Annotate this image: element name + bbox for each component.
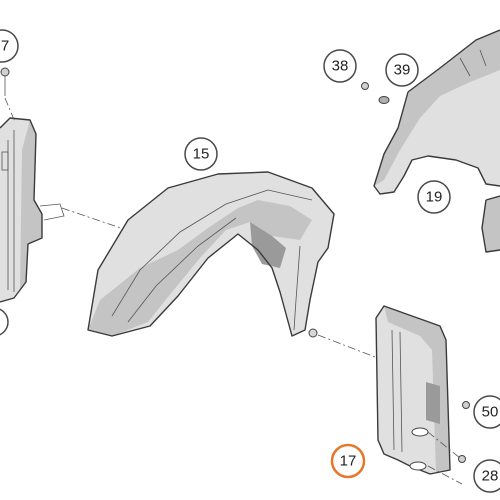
svg-text:50: 50 bbox=[482, 404, 499, 421]
callout-7: 7 bbox=[0, 29, 19, 63]
callout-15: 15 bbox=[184, 137, 218, 171]
callout-38: 38 bbox=[323, 49, 357, 83]
bolt-part bbox=[361, 82, 369, 90]
svg-text:7: 7 bbox=[1, 38, 9, 55]
left-fork-guard-part bbox=[0, 117, 65, 303]
svg-text:39: 39 bbox=[394, 62, 411, 79]
screw-part bbox=[458, 401, 470, 463]
callout-28: 28 bbox=[473, 459, 500, 493]
svg-text:15: 15 bbox=[193, 146, 210, 163]
svg-text:17: 17 bbox=[340, 453, 357, 470]
callout-39: 39 bbox=[385, 53, 419, 87]
callout-17-highlighted: 17 bbox=[330, 443, 366, 479]
callout-19: 19 bbox=[417, 180, 451, 214]
screw-part bbox=[0, 67, 10, 96]
svg-text:28: 28 bbox=[482, 468, 499, 485]
svg-text:38: 38 bbox=[332, 58, 349, 75]
number-plate-part bbox=[373, 29, 500, 253]
front-fender-part bbox=[87, 171, 335, 338]
right-fork-guard-part bbox=[375, 305, 451, 475]
callout-50: 50 bbox=[473, 395, 500, 429]
callout-partial-left bbox=[0, 308, 9, 336]
svg-text:19: 19 bbox=[426, 189, 443, 206]
washer-part bbox=[378, 96, 390, 104]
